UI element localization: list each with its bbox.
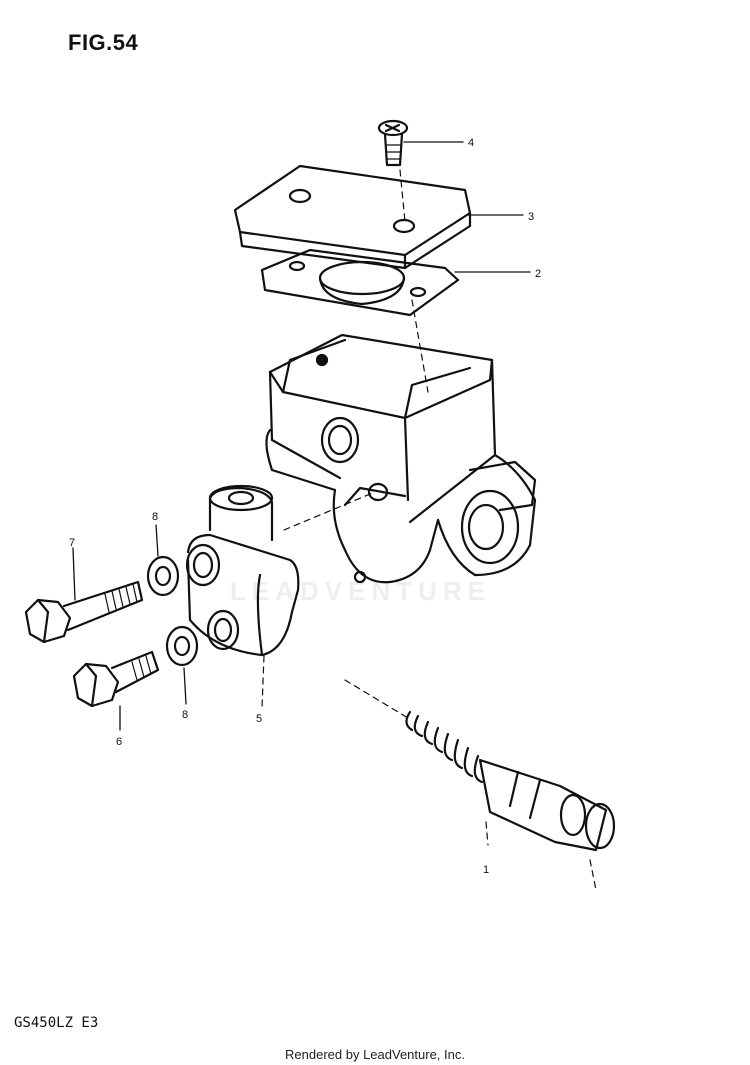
part-short-bolt: [72, 650, 160, 708]
model-code: GS450LZ E3: [14, 1015, 99, 1031]
part-union: [185, 484, 300, 657]
callout-1: 1: [483, 864, 489, 876]
callout-6: 6: [116, 736, 122, 748]
part-master-cylinder-body: [265, 333, 537, 584]
part-piston-spring: [405, 710, 616, 852]
callout-8-upper: 8: [152, 511, 158, 523]
callout-4: 4: [468, 137, 474, 149]
leader-lines: [72, 141, 531, 731]
callout-2: 2: [535, 268, 541, 280]
footer-credit: Rendered by LeadVenture, Inc.: [285, 1047, 465, 1062]
part-long-bolt: [24, 580, 144, 644]
callout-5: 5: [256, 713, 262, 725]
callout-8-lower: 8: [182, 709, 188, 721]
figure-title: FIG.54: [68, 30, 139, 55]
part-washer-lower: [165, 625, 199, 667]
callout-3: 3: [528, 211, 534, 223]
part-screw: [377, 119, 409, 167]
part-washer-upper: [146, 555, 180, 597]
part-cover-plate: [233, 164, 472, 270]
callout-7: 7: [69, 537, 75, 549]
assembly-guide-lines: [261, 169, 597, 891]
part-diaphragm: [260, 248, 460, 317]
